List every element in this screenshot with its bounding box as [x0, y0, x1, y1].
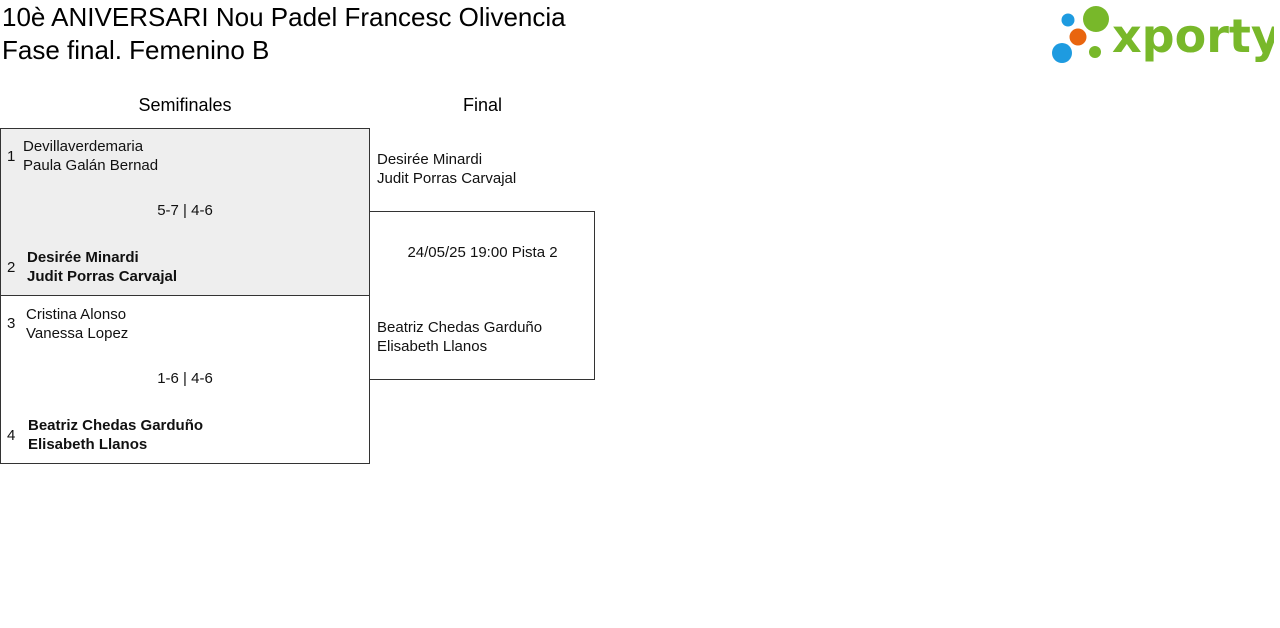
final-match[interactable] [369, 211, 595, 380]
winner-player-name: Judit Porras Carvajal [27, 268, 178, 285]
seed-number: 1 [7, 148, 16, 165]
semifinal-match-1[interactable] [0, 128, 370, 296]
tournament-title: 10è ANIVERSARI Nou Padel Francesc Oliven… [2, 2, 566, 32]
match-score: 5-7 | 4-6 [157, 202, 213, 219]
winner-player-name: Desirée Minardi [27, 249, 139, 266]
logo-dot-blue-small [1061, 13, 1075, 27]
finalist-name: Judit Porras Carvajal [377, 170, 517, 187]
match-score: 1-6 | 4-6 [157, 370, 213, 387]
phase-title: Fase final. Femenino B [2, 35, 270, 65]
finalist-name: Beatriz Chedas Garduño [377, 319, 543, 336]
player-name: Paula Galán Bernad [23, 157, 159, 174]
player-name: Vanessa Lopez [26, 325, 129, 342]
seed-number: 4 [7, 427, 16, 444]
seed-number: 2 [7, 259, 16, 276]
logo-dot-green-small [1089, 46, 1101, 58]
xporty-logo[interactable]: xporty [1052, 4, 1280, 66]
semifinal-match-2[interactable] [0, 295, 370, 464]
finalist-name: Elisabeth Llanos [377, 338, 488, 355]
logo-dot-blue-large [1052, 43, 1072, 63]
winner-player-name: Elisabeth Llanos [28, 436, 148, 453]
winner-player-name: Beatriz Chedas Garduño [28, 417, 204, 434]
logo-dot-orange [1069, 28, 1087, 46]
seed-number: 3 [7, 315, 16, 332]
logo-wordmark: xporty [1112, 9, 1274, 63]
player-name: Cristina Alonso [26, 306, 127, 323]
player-name: Devillaverdemaria [23, 138, 144, 155]
finalist-name: Desirée Minardi [377, 151, 483, 168]
round-header-semifinals: Semifinales [138, 95, 232, 115]
logo-dot-green-large [1083, 6, 1109, 32]
final-schedule: 24/05/25 19:00 Pista 2 [407, 244, 558, 261]
round-header-final: Final [462, 95, 502, 115]
